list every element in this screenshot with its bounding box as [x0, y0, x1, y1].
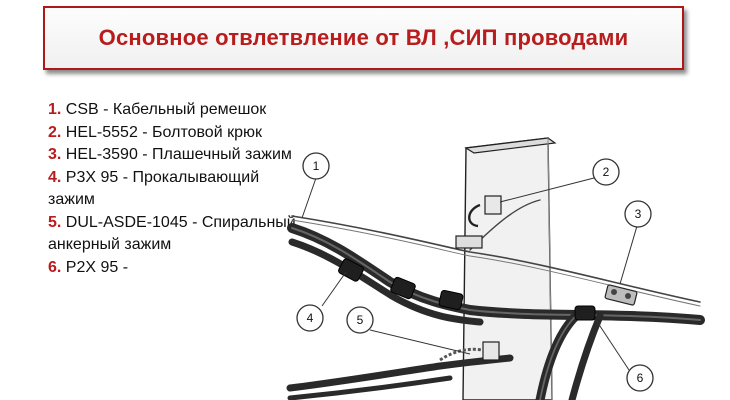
callout-1: 1 — [302, 152, 330, 180]
callout-label: 5 — [357, 313, 364, 327]
legend-item: 2. HEL-5552 - Болтовой крюк — [48, 123, 262, 141]
legend-item: 1. CSB - Кабельный ремешок — [48, 101, 267, 118]
legend-item: 6. P2X 95 - — [48, 258, 129, 276]
legend-item: 3. HEL-3590 - Плашечный зажим — [48, 146, 292, 163]
piercing-clamps — [338, 258, 596, 321]
callout-4: 4 — [296, 304, 324, 332]
callout-label: 4 — [307, 311, 314, 325]
callout-label: 2 — [603, 165, 610, 179]
callout-2: 2 — [592, 158, 620, 186]
plate-clamp — [604, 284, 638, 306]
page-title: Основное отвлетвление от ВЛ ,СИП провода… — [98, 25, 629, 50]
leader-lines — [301, 177, 638, 371]
bolt-hook — [455, 195, 502, 249]
legend-item: 5. DUL-ASDE-1045 - Спиральный анкерный з… — [48, 213, 296, 254]
callout-label: 1 — [313, 159, 320, 173]
title-box: Основное отвлетвление от ВЛ ,СИП провода… — [43, 6, 684, 70]
spiral-anchor-clamp — [439, 341, 500, 362]
legend-item: 4. P3X 95 - Прокалывающий зажим — [48, 168, 260, 209]
callout-label: 3 — [635, 207, 642, 221]
callout-label: 6 — [637, 371, 644, 385]
legend-list: 1. CSB - Кабельный ремешок 2. HEL-5552 -… — [48, 99, 308, 279]
callout-6: 6 — [626, 364, 654, 392]
callout-5: 5 — [346, 306, 374, 334]
callout-3: 3 — [624, 200, 652, 228]
